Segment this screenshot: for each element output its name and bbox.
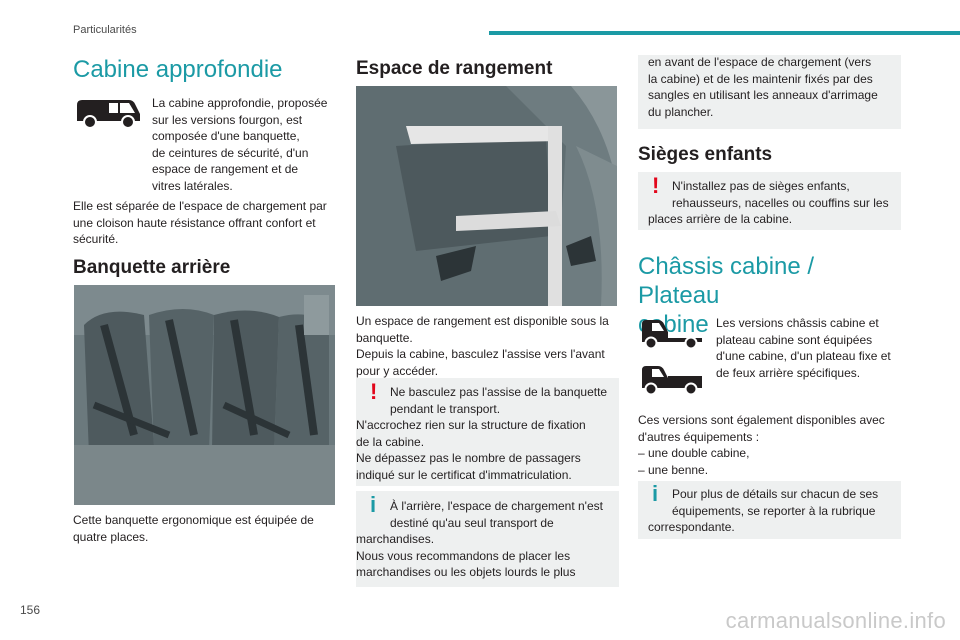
warning-line: N'installez pas de sièges enfants, xyxy=(672,179,850,193)
info-line: sangles en utilisant les anneaux d'arrim… xyxy=(648,88,878,102)
info-icon: i xyxy=(370,492,377,517)
banquette-caption: Cette banquette ergonomique est équipée … xyxy=(73,512,338,545)
body-line: pour y accéder. xyxy=(356,363,439,378)
body-line: une cloison haute résistance offrant con… xyxy=(73,215,316,230)
info-line: Pour plus de détails sur chacun de ses xyxy=(672,487,879,501)
info-line: À l'arrière, l'espace de chargement n'es… xyxy=(390,499,603,513)
body-line: d'autres équipements : xyxy=(638,429,760,444)
chassis-intro: Les versions châssis cabine et plateau c… xyxy=(716,315,906,381)
info-box-chassis: i Pour plus de détails sur chacun de ses… xyxy=(638,481,901,539)
warning-icon: ! xyxy=(370,379,378,404)
intro-line: La cabine approfondie, proposée xyxy=(152,96,328,110)
header-accent-bar xyxy=(489,31,960,35)
warning-line: pendant le transport. xyxy=(390,401,501,416)
rangement-photo xyxy=(356,86,617,306)
intro-line: Les versions châssis cabine et xyxy=(716,316,879,330)
warning-line: N'accrochez rien sur la structure de fix… xyxy=(356,418,586,432)
info-box-continued: en avant de l'espace de chargement (vers… xyxy=(638,55,901,129)
section-header: Particularités xyxy=(73,24,137,36)
info-icon: i xyxy=(652,481,659,506)
body-line: Depuis la cabine, basculez l'assise vers… xyxy=(356,347,605,361)
title-line: Châssis cabine / Plateau xyxy=(638,253,815,309)
info-line: la cabine) et de les maintenir fixés par… xyxy=(648,71,873,86)
title-sieges-enfants: Sièges enfants xyxy=(638,144,773,165)
list-item: – une double cabine, xyxy=(638,446,750,460)
intro-line: espace de rangement et de xyxy=(152,162,299,176)
info-line: marchandises. xyxy=(356,532,435,546)
title-banquette-arriere: Banquette arrière xyxy=(73,257,231,278)
info-line: destiné qu'au seul transport de xyxy=(390,515,554,530)
body-line: Un espace de rangement est disponible so… xyxy=(356,314,609,328)
watermark: carmanualsonline.info xyxy=(725,608,946,633)
page-number: 156 xyxy=(20,603,41,617)
info-line: équipements, se reporter à la rubrique xyxy=(672,503,876,518)
warning-line: Ne basculez pas l'assise de la banquette xyxy=(390,385,608,399)
title-cabine-approfondie: Cabine approfondie xyxy=(73,56,283,83)
warning-line: de la cabine. xyxy=(356,434,425,449)
title-espace-de-rangement: Espace de rangement xyxy=(356,58,553,79)
intro-line: vitres latérales. xyxy=(152,178,233,193)
body-line: Elle est séparée de l'espace de chargeme… xyxy=(73,199,327,213)
sieges-heading-wrap: Sièges enfants xyxy=(638,144,901,166)
cabine-intro: La cabine approfondie, proposée sur les … xyxy=(152,95,342,194)
intro-line: de feux arrière spécifiques. xyxy=(716,365,861,380)
info-line: correspondante. xyxy=(648,520,735,534)
body-line: Ces versions sont également disponibles … xyxy=(638,413,885,427)
column-1: Cabine approfondie xyxy=(73,56,338,83)
intro-line: composée d'une banquette, xyxy=(152,129,300,143)
chassis-body: Ces versions sont également disponibles … xyxy=(638,412,906,478)
info-line: Nous vous recommandons de placer les xyxy=(356,548,571,563)
banquette-photo xyxy=(74,285,335,505)
info-line: en avant de l'espace de chargement (vers xyxy=(648,55,872,69)
body-line: sécurité. xyxy=(73,232,119,246)
info-line: du plancher. xyxy=(648,104,714,119)
intro-line: plateau cabine sont équipées xyxy=(716,332,873,347)
rangement-body: Un espace de rangement est disponible so… xyxy=(356,313,624,379)
chassis-cab-icon xyxy=(638,316,706,350)
warning-line: indiqué sur le certificat d'immatriculat… xyxy=(356,467,572,482)
caption-line: quatre places. xyxy=(73,529,149,544)
banquette-heading-wrap: Banquette arrière xyxy=(73,257,338,279)
intro-line: sur les versions fourgon, est xyxy=(152,112,303,127)
body-line: banquette. xyxy=(356,330,413,345)
cabine-body: Elle est séparée de l'espace de chargeme… xyxy=(73,198,341,248)
warning-icon: ! xyxy=(652,173,660,198)
flatbed-cab-icon xyxy=(638,362,706,396)
van-icon xyxy=(73,95,143,131)
warning-box-sieges: ! N'installez pas de sièges enfants, reh… xyxy=(638,172,901,230)
info-box-rangement: i À l'arrière, l'espace de chargement n'… xyxy=(356,491,619,587)
intro-line: d'une cabine, d'un plateau fixe et xyxy=(716,349,891,363)
warning-line: Ne dépassez pas le nombre de passagers xyxy=(356,451,581,465)
warning-line: rehausseurs, nacelles ou couffins sur le… xyxy=(672,195,889,210)
info-line: marchandises ou les objets lourds le plu… xyxy=(356,565,576,579)
warning-line: places arrière de la cabine. xyxy=(648,212,793,226)
list-item: – une benne. xyxy=(638,462,709,477)
intro-line: de ceintures de sécurité, d'un xyxy=(152,145,309,160)
caption-line: Cette banquette ergonomique est équipée … xyxy=(73,513,314,527)
espace-heading-wrap: Espace de rangement xyxy=(356,58,621,80)
warning-box-rangement: ! Ne basculez pas l'assise de la banquet… xyxy=(356,378,619,486)
